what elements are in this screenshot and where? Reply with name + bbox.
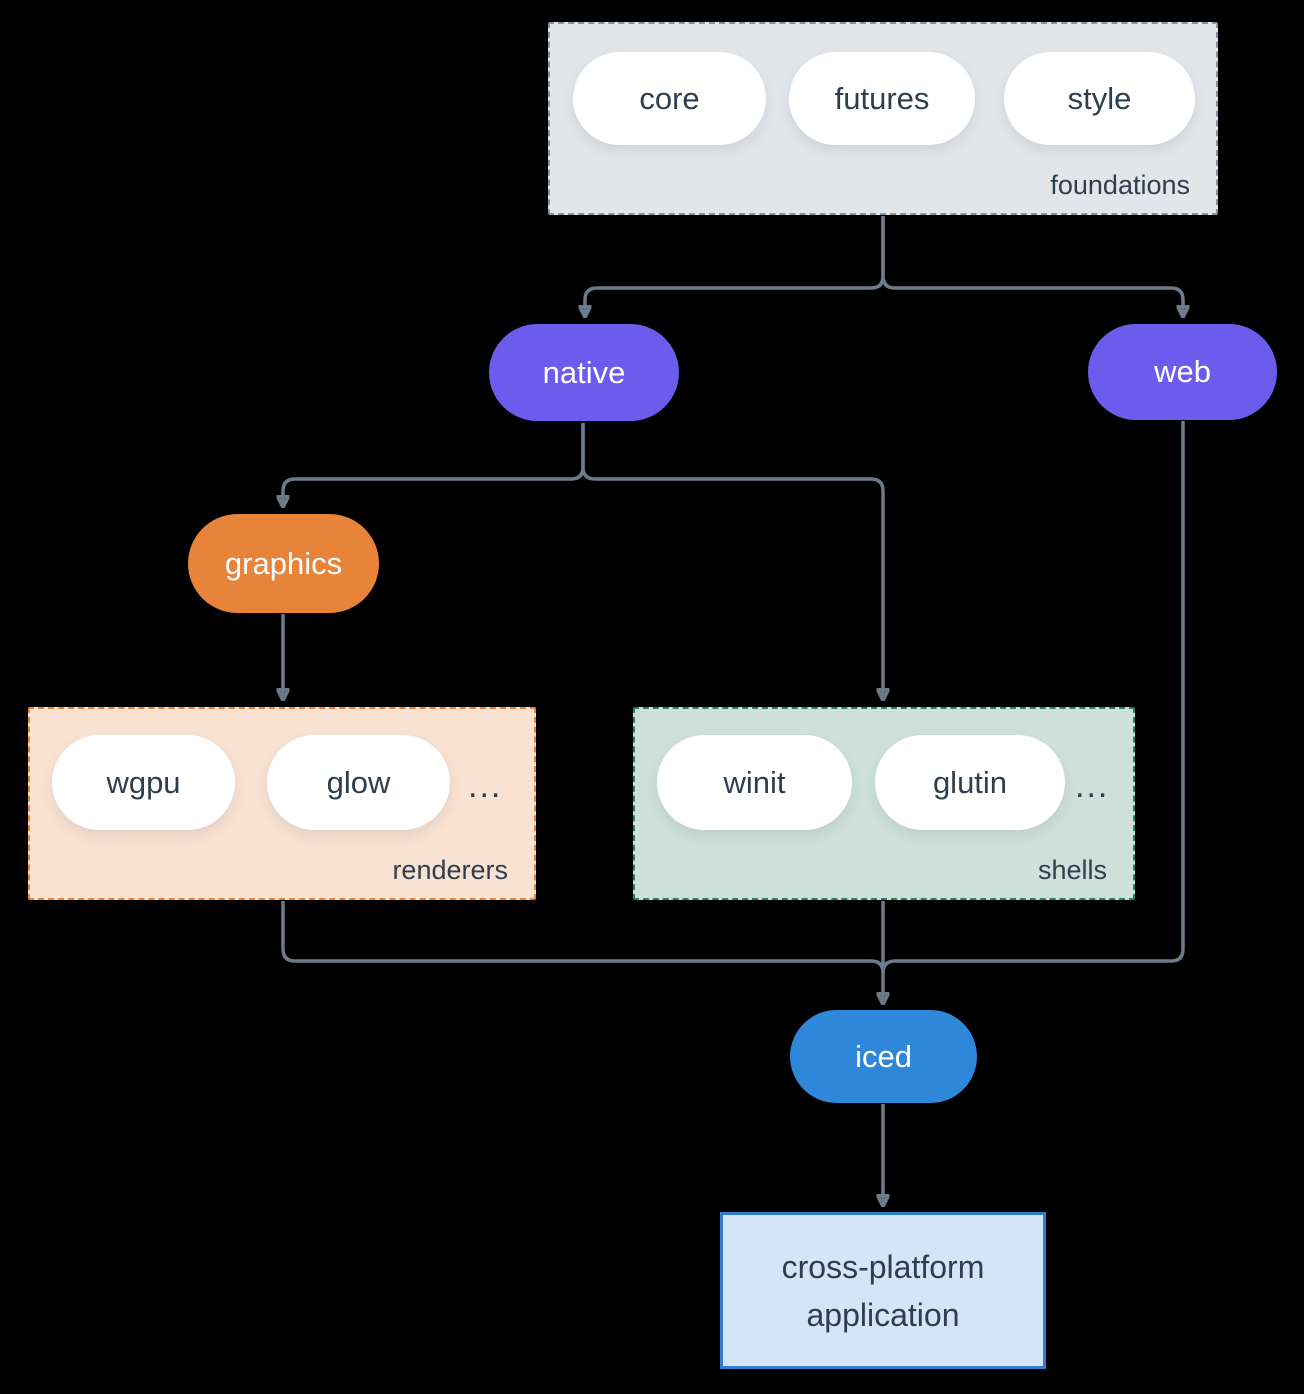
renderers-group: wgpu glow ... renderers [28, 707, 536, 900]
shells-ellipsis: ... [1075, 767, 1110, 805]
connector-native-shells [581, 423, 883, 699]
connector-native-graphics [283, 423, 585, 506]
foundations-group: core futures style foundations [548, 22, 1218, 215]
node-core: core [573, 52, 766, 145]
node-winit-label: winit [723, 764, 786, 800]
node-style: style [1004, 52, 1195, 145]
connector-renderers-merge [281, 901, 885, 974]
node-style-label: style [1067, 80, 1132, 116]
node-graphics-label: graphics [224, 545, 343, 581]
node-graphics: graphics [188, 514, 379, 613]
shells-group-label: shells [1037, 855, 1107, 885]
application-label-line1: cross-platform [781, 1248, 985, 1285]
node-glutin-label: glutin [932, 764, 1008, 800]
node-web: web [1088, 324, 1277, 420]
connector-foundations-web [881, 216, 1183, 316]
node-native: native [489, 324, 679, 421]
node-glow-label: glow [326, 764, 391, 800]
node-iced-label: iced [855, 1038, 912, 1074]
foundations-group-label: foundations [1050, 170, 1190, 200]
connector-foundations-native [585, 216, 885, 316]
node-winit: winit [657, 735, 852, 830]
node-native-label: native [542, 354, 626, 390]
node-web-label: web [1154, 354, 1211, 389]
node-glutin: glutin [875, 735, 1065, 830]
shells-group: winit glutin ... shells [633, 707, 1135, 900]
node-wgpu: wgpu [52, 735, 235, 830]
node-iced: iced [790, 1010, 977, 1103]
node-futures: futures [789, 52, 975, 145]
node-application: cross-platform application [720, 1212, 1046, 1369]
node-glow: glow [267, 735, 450, 830]
node-core-label: core [639, 80, 700, 116]
node-wgpu-label: wgpu [106, 764, 181, 800]
renderers-group-label: renderers [392, 855, 508, 885]
node-futures-label: futures [834, 80, 930, 116]
renderers-ellipsis: ... [468, 767, 503, 805]
application-label-line2: application [806, 1296, 960, 1333]
